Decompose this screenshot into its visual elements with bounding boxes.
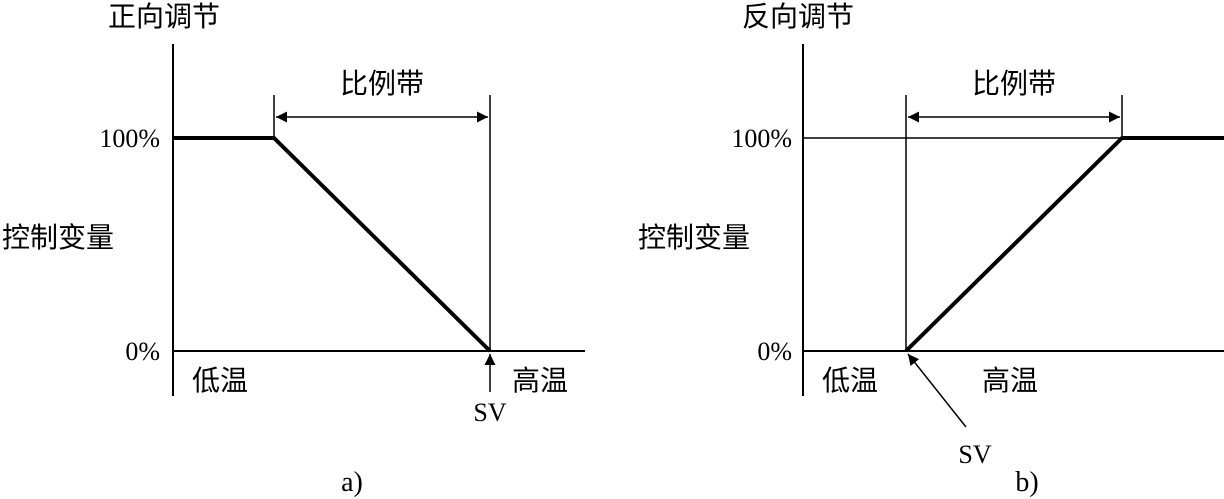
- panel-b-control-curve: [904, 136, 1224, 353]
- panel-b-low-label: 低温: [822, 364, 878, 397]
- panel-a-tick-100: 100%: [99, 124, 160, 153]
- panel-a-low-label: 低温: [192, 364, 248, 397]
- panel-a-band-label: 比例带: [340, 67, 424, 100]
- panel-b-title: 反向调节: [742, 0, 854, 33]
- panel-b-sv-label: SV: [958, 440, 991, 469]
- panel-a: 正向调节 100% 0% 控制变量 比例带 低温 高温 SV a): [2, 0, 585, 498]
- panel-a-y-label: 控制变量: [2, 221, 114, 254]
- panel-b-band-label: 比例带: [972, 67, 1056, 100]
- panel-b-sv-arrow: [907, 353, 967, 428]
- panel-a-high-label: 高温: [512, 364, 568, 397]
- panel-a-caption: a): [341, 467, 363, 498]
- panel-a-control-curve: [173, 136, 492, 353]
- panel-b-caption: b): [1015, 467, 1038, 498]
- panel-a-sv-label: SV: [473, 398, 506, 427]
- panel-a-title: 正向调节: [108, 0, 220, 33]
- panel-b-tick-0: 0%: [757, 337, 792, 366]
- panel-b-tick-100: 100%: [731, 124, 792, 153]
- panel-b-y-label: 控制变量: [638, 221, 750, 254]
- panel-a-tick-0: 0%: [125, 337, 160, 366]
- panel-b-high-label: 高温: [982, 364, 1038, 397]
- panel-b: 反向调节 100% 0% 控制变量 比例带 低温 高温 SV b): [638, 0, 1224, 498]
